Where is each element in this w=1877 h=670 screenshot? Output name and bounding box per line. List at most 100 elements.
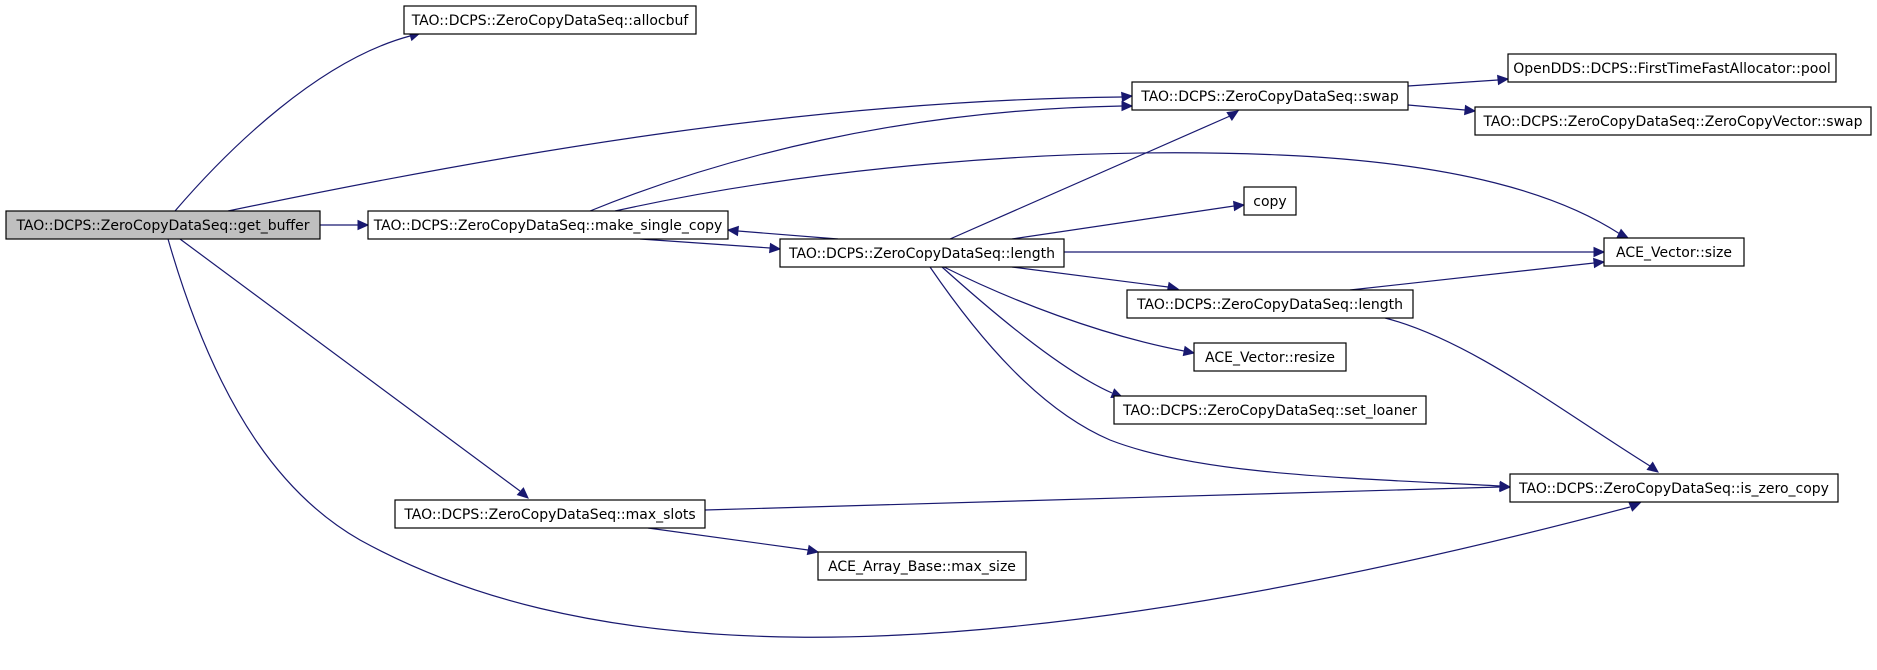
edge-get_buffer-to-max_slots xyxy=(179,238,529,499)
edge-length1-to-resize xyxy=(943,266,1196,357)
edge-swap-to-zcv_swap xyxy=(1407,104,1477,116)
edge-line xyxy=(949,115,1231,240)
node-label: OpenDDS::DCPS::FirstTimeFastAllocator::p… xyxy=(1513,61,1831,77)
node-ace_size[interactable]: ACE_Vector::size xyxy=(1603,237,1745,267)
node-label: TAO::DCPS::ZeroCopyDataSeq::length xyxy=(1136,297,1403,313)
edge-line xyxy=(941,266,1113,394)
edge-arrowhead xyxy=(1464,104,1477,116)
edge-line xyxy=(1011,205,1235,240)
node-box xyxy=(403,5,697,35)
edge-line xyxy=(1011,266,1169,288)
node-box xyxy=(779,238,1065,268)
node-make_single_copy[interactable]: TAO::DCPS::ZeroCopyDataSeq::make_single_… xyxy=(367,210,729,240)
node-swap[interactable]: TAO::DCPS::ZeroCopyDataSeq::swap xyxy=(1131,81,1409,111)
edge-make_single_copy-to-ace_size xyxy=(614,152,1630,239)
node-length1[interactable]: TAO::DCPS::ZeroCopyDataSeq::length xyxy=(779,238,1065,268)
node-length2[interactable]: TAO::DCPS::ZeroCopyDataSeq::length xyxy=(1126,289,1414,319)
node-box xyxy=(1603,237,1745,267)
edge-arrowhead xyxy=(1593,257,1606,269)
edge-line xyxy=(614,152,1621,235)
edge-arrowhead xyxy=(1182,345,1196,357)
node-label: TAO::DCPS::ZeroCopyDataSeq::length xyxy=(788,246,1055,262)
node-box xyxy=(1113,395,1427,425)
edge-make_single_copy-to-length1 xyxy=(639,238,782,254)
node-is_zero_copy[interactable]: TAO::DCPS::ZeroCopyDataSeq::is_zero_copy xyxy=(1509,473,1839,503)
edge-line xyxy=(227,96,1123,212)
node-box xyxy=(394,499,706,529)
edge-arrowhead xyxy=(1616,228,1630,239)
node-resize[interactable]: ACE_Vector::resize xyxy=(1193,342,1347,372)
edge-swap-to-pool xyxy=(1407,74,1510,87)
edge-arrowhead xyxy=(1628,502,1642,512)
nodes-layer: TAO::DCPS::ZeroCopyDataSeq::get_bufferTA… xyxy=(5,5,1872,581)
edge-line xyxy=(1384,317,1651,467)
edge-arrowhead xyxy=(1121,91,1134,103)
node-label: ACE_Array_Base::max_size xyxy=(828,559,1016,575)
edge-length1-to-set_loaner xyxy=(941,266,1124,398)
node-label: ACE_Vector::resize xyxy=(1205,350,1335,366)
node-box xyxy=(1474,106,1872,136)
node-label: TAO::DCPS::ZeroCopyDataSeq::max_slots xyxy=(403,507,695,523)
node-zcv_swap[interactable]: TAO::DCPS::ZeroCopyDataSeq::ZeroCopyVect… xyxy=(1474,106,1872,136)
edge-line xyxy=(737,230,839,240)
node-pool[interactable]: OpenDDS::DCPS::FirstTimeFastAllocator::p… xyxy=(1507,53,1837,83)
edge-make_single_copy-to-swap xyxy=(589,100,1134,212)
edge-line xyxy=(647,527,809,551)
node-box xyxy=(1126,289,1414,319)
node-label: TAO::DCPS::ZeroCopyDataSeq::set_loaner xyxy=(1122,403,1417,419)
edge-arrowhead xyxy=(1646,461,1659,473)
edge-line xyxy=(1407,79,1499,87)
node-copy[interactable]: copy xyxy=(1243,186,1297,216)
edge-arrowhead xyxy=(516,487,529,499)
node-label: TAO::DCPS::ZeroCopyDataSeq::get_buffer xyxy=(15,218,309,234)
node-box xyxy=(367,210,729,240)
edge-length1-to-swap xyxy=(949,110,1240,240)
node-get_buffer[interactable]: TAO::DCPS::ZeroCopyDataSeq::get_buffer xyxy=(5,210,321,240)
edge-line xyxy=(639,238,771,249)
edge-arrowhead xyxy=(806,544,820,556)
edge-arrowhead xyxy=(1121,100,1134,112)
node-label: TAO::DCPS::ZeroCopyDataSeq::make_single_… xyxy=(373,218,723,234)
edge-line xyxy=(179,238,521,492)
edge-line xyxy=(1407,104,1466,111)
node-set_loaner[interactable]: TAO::DCPS::ZeroCopyDataSeq::set_loaner xyxy=(1113,395,1427,425)
edge-max_slots-to-is_zero_copy xyxy=(704,481,1512,511)
edge-length1-to-make_single_copy xyxy=(726,225,839,240)
edge-get_buffer-to-is_zero_copy xyxy=(167,238,1642,638)
edge-line xyxy=(589,105,1123,212)
edge-arrowhead xyxy=(1499,481,1512,493)
edge-get_buffer-to-swap xyxy=(227,91,1134,212)
node-label: TAO::DCPS::ZeroCopyDataSeq::is_zero_copy xyxy=(1518,481,1829,497)
edge-arrowhead xyxy=(726,225,739,237)
node-box xyxy=(1243,186,1297,216)
node-label: copy xyxy=(1253,194,1286,210)
edge-line xyxy=(167,238,1631,638)
edge-length1-to-ace_size xyxy=(1064,246,1606,258)
node-allocbuf[interactable]: TAO::DCPS::ZeroCopyDataSeq::allocbuf xyxy=(403,5,697,35)
node-label: TAO::DCPS::ZeroCopyDataSeq::allocbuf xyxy=(411,13,690,29)
node-label: ACE_Vector::size xyxy=(1616,245,1732,261)
edge-arrowhead xyxy=(1497,74,1510,86)
edge-length1-to-copy xyxy=(1011,200,1246,240)
node-box xyxy=(1507,53,1837,83)
edge-length2-to-is_zero_copy xyxy=(1384,317,1659,473)
edge-line xyxy=(943,266,1185,352)
edge-line xyxy=(1349,262,1595,291)
edge-arrowhead xyxy=(357,219,370,231)
edge-arrowhead xyxy=(1593,246,1606,258)
node-label: TAO::DCPS::ZeroCopyDataSeq::swap xyxy=(1140,89,1399,105)
edge-length1-to-length2 xyxy=(1011,266,1180,293)
edge-line xyxy=(704,486,1501,511)
edge-arrowhead xyxy=(769,242,782,254)
node-box xyxy=(1509,473,1839,503)
node-label: TAO::DCPS::ZeroCopyDataSeq::ZeroCopyVect… xyxy=(1482,114,1862,130)
edge-line xyxy=(174,35,411,212)
edge-length2-to-ace_size xyxy=(1349,257,1606,291)
edge-max_slots-to-max_size xyxy=(647,527,820,556)
node-max_slots[interactable]: TAO::DCPS::ZeroCopyDataSeq::max_slots xyxy=(394,499,706,529)
node-box xyxy=(817,551,1027,581)
edge-arrowhead xyxy=(1233,200,1246,212)
edge-get_buffer-to-allocbuf xyxy=(174,30,422,212)
node-box xyxy=(1131,81,1409,111)
node-max_size[interactable]: ACE_Array_Base::max_size xyxy=(817,551,1027,581)
